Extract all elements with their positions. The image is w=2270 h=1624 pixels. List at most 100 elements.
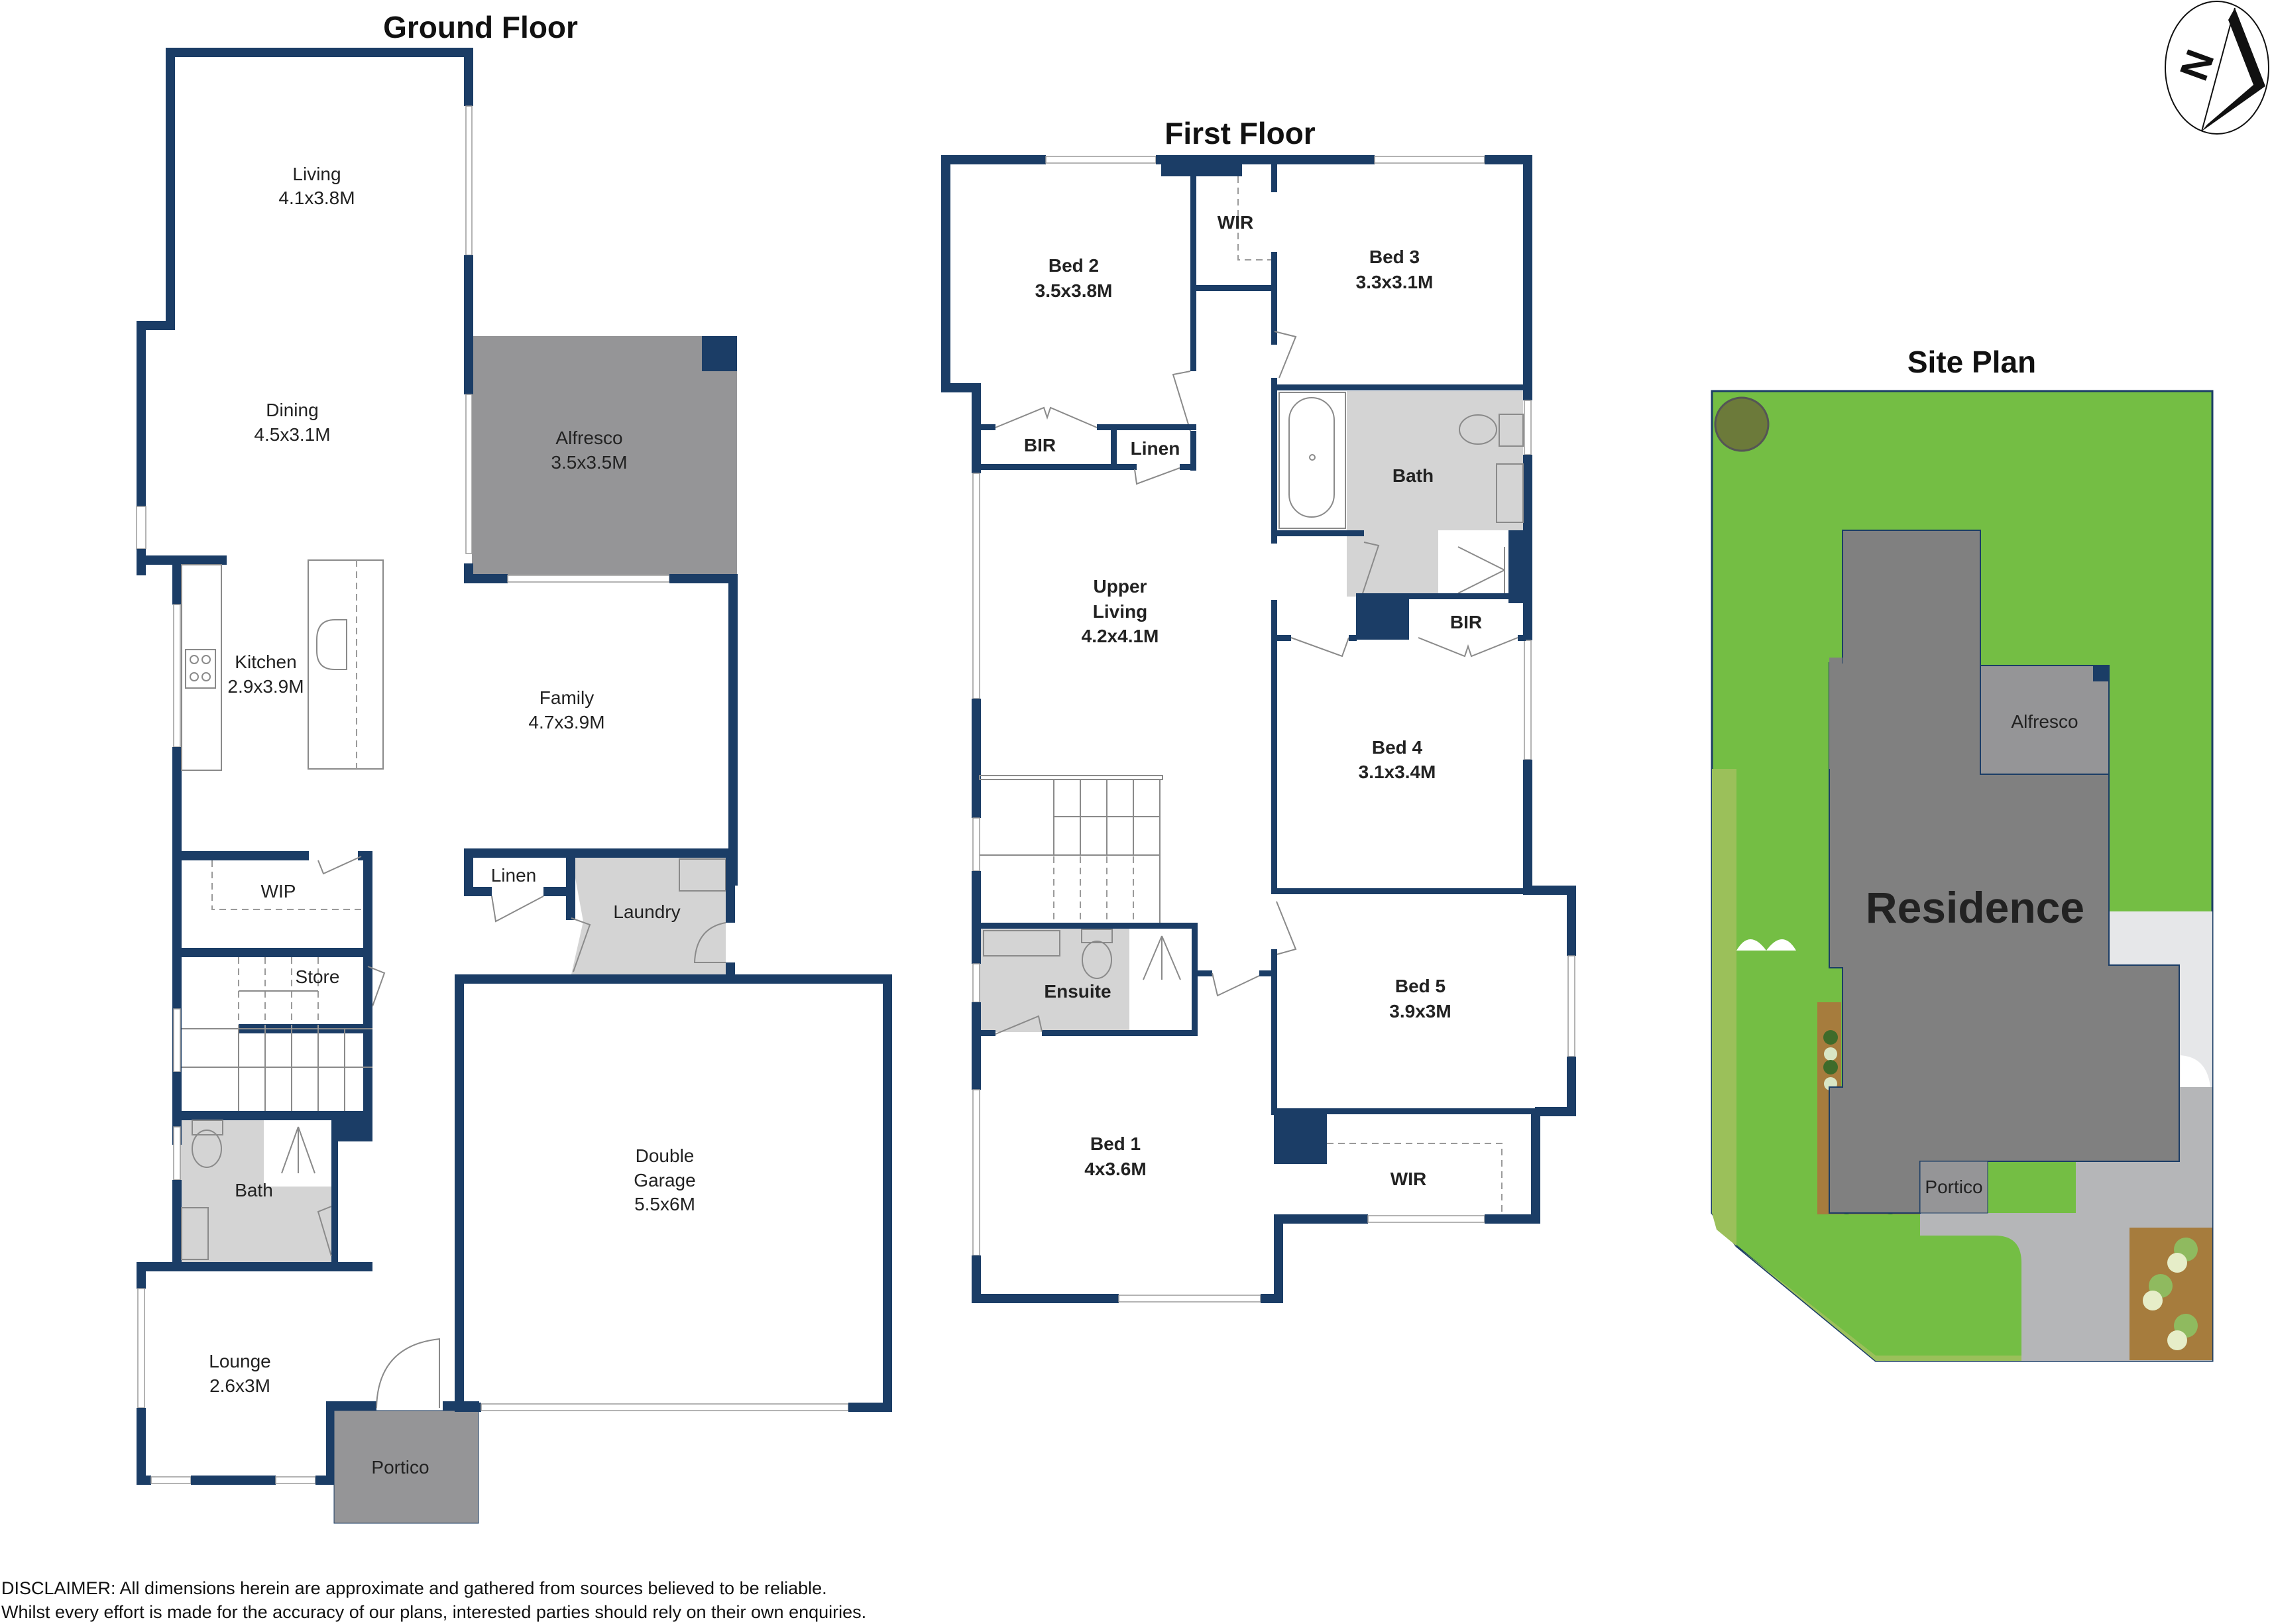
sink-icon	[316, 619, 347, 670]
wall	[1097, 424, 1196, 430]
wall	[464, 848, 731, 858]
window	[136, 506, 146, 550]
shower-icon	[1143, 935, 1181, 980]
room-dims-alfresco: 3.5x3.5M	[551, 452, 627, 473]
first-floor-title: First Floor	[1164, 116, 1316, 150]
side-gate-icon	[1736, 939, 1796, 951]
room-label-alfresco: Alfresco	[555, 428, 622, 448]
room-label-laundry: Laundry	[613, 901, 680, 922]
wall	[972, 383, 981, 473]
wall	[972, 699, 981, 818]
wall	[464, 255, 473, 394]
ground-floor-title: Ground Floor	[383, 10, 578, 44]
room-label-store: Store	[296, 966, 340, 987]
window	[1374, 156, 1485, 164]
laundry-wet-area	[571, 856, 726, 974]
wall	[1271, 164, 1277, 192]
wall	[464, 887, 492, 896]
wall	[176, 1111, 372, 1120]
door-swing	[1290, 637, 1349, 658]
window	[173, 1126, 181, 1181]
wall	[941, 383, 981, 392]
burner-icon	[201, 655, 211, 664]
door-swing	[1274, 331, 1297, 378]
site-plan-title: Site Plan	[1907, 345, 2036, 379]
wall	[1190, 431, 1196, 471]
window	[137, 1288, 145, 1409]
wall	[326, 1401, 335, 1485]
kitchen-bench	[181, 564, 222, 771]
site-portico	[1919, 1161, 1988, 1214]
wall	[1485, 1214, 1539, 1224]
first-floor-plan: First Floor	[941, 116, 1576, 1303]
wall	[331, 1111, 338, 1263]
room-dims-bed3: 3.3x3.1M	[1356, 272, 1434, 292]
room-label-garage: Garage	[634, 1170, 695, 1190]
bir-doors	[995, 406, 1098, 428]
wall	[137, 1476, 151, 1485]
door-swing	[995, 1015, 1043, 1035]
window	[972, 1089, 980, 1256]
window	[465, 105, 473, 256]
shower-icon	[1457, 546, 1505, 594]
site-label-residence: Residence	[1866, 883, 2084, 932]
wall	[1356, 593, 1409, 640]
wall	[981, 1030, 995, 1036]
wall	[1271, 384, 1532, 390]
sliding-door	[507, 575, 670, 583]
room-label-kitchen: Kitchen	[235, 652, 296, 672]
wall	[566, 848, 575, 920]
north-arrow-icon	[2202, 8, 2265, 131]
room-dims-family: 4.7x3.9M	[528, 712, 604, 732]
burner-icon	[190, 672, 199, 681]
disclaimer-line-1: DISCLAIMER: All dimensions herein are ap…	[1, 1578, 827, 1598]
room-dims-bed1: 4x3.6M	[1084, 1159, 1146, 1179]
wall	[1567, 886, 1576, 956]
ground-floor-plan: Ground Floor	[136, 10, 892, 1524]
room-dims-dining: 4.5x3.1M	[254, 424, 330, 445]
alfresco-post	[2093, 666, 2109, 681]
wall	[326, 1401, 376, 1411]
door-swing	[367, 966, 386, 1007]
portico-area	[333, 1410, 479, 1524]
wall	[1271, 384, 1277, 544]
window	[1367, 1215, 1485, 1223]
window	[972, 817, 980, 872]
room-label-upper: Upper	[1094, 576, 1147, 597]
wall	[941, 155, 950, 392]
disclaimer: DISCLAIMER: All dimensions herein are ap…	[1, 1576, 866, 1624]
wall	[1567, 1057, 1576, 1116]
window	[1118, 1295, 1261, 1303]
wall	[137, 321, 146, 506]
wall	[137, 1408, 146, 1485]
wall	[1274, 1214, 1368, 1224]
wall	[848, 1403, 892, 1412]
door-swing	[1212, 972, 1260, 997]
room-dims-living: 4.1x3.8M	[278, 188, 355, 208]
room-label-bed1: Bed 1	[1090, 1133, 1141, 1154]
room-label-wir-bed3: WIR	[1218, 212, 1253, 233]
window	[173, 604, 181, 748]
wall	[1042, 1030, 1198, 1036]
wall	[1409, 593, 1528, 599]
wall	[1196, 285, 1275, 291]
wall	[172, 747, 182, 1075]
wall	[1349, 635, 1357, 641]
wall	[1271, 949, 1277, 1115]
room-dims-garage: 5.5x6M	[634, 1194, 695, 1214]
wall	[137, 321, 175, 330]
window	[1524, 400, 1532, 455]
wall	[1271, 600, 1277, 653]
wall	[166, 48, 473, 57]
toilet-icon	[1459, 414, 1497, 445]
alfresco-area	[472, 336, 737, 575]
wall	[1271, 888, 1576, 894]
side-door-icon	[2181, 1055, 2210, 1087]
wall	[137, 1262, 372, 1271]
room-label-bir-bed2: BIR	[1024, 435, 1056, 455]
site-plan: Site Plan	[1711, 345, 2214, 1362]
cooktop-icon	[185, 649, 216, 689]
room-dims-lounge: 2.6x3M	[209, 1375, 270, 1396]
room-dims-kitchen: 2.9x3.9M	[227, 676, 304, 697]
room-label-dining: Dining	[266, 400, 318, 420]
